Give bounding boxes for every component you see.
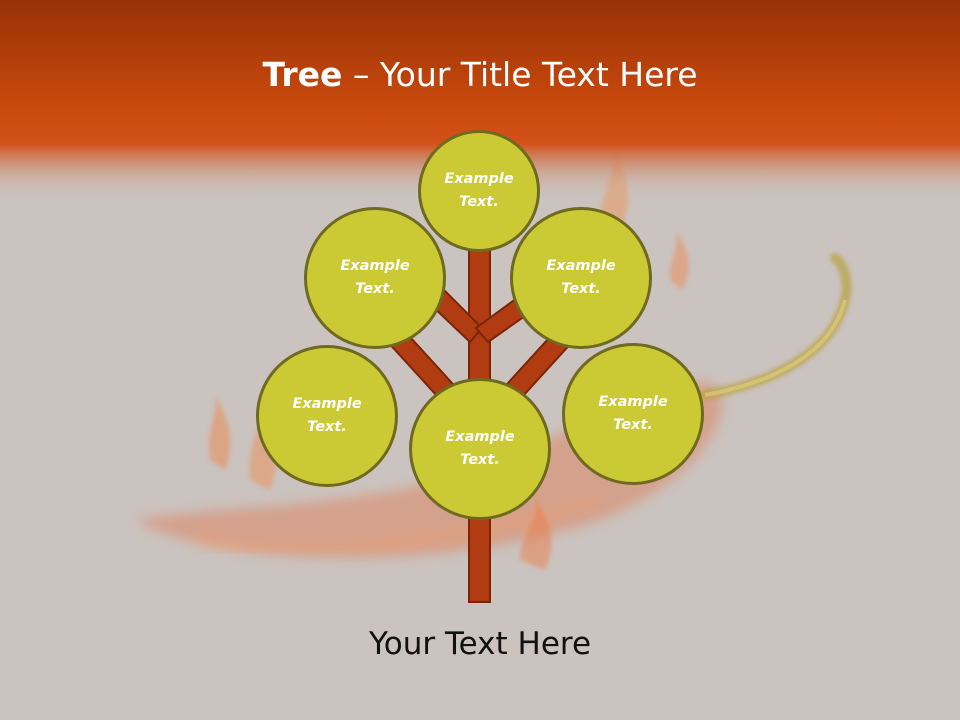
tree-node-label: Example Text. <box>292 396 362 435</box>
pepper-illustration <box>135 253 852 558</box>
title-rest: – Your Title Text Here <box>342 55 698 94</box>
tree-node-label: Example Text. <box>340 258 410 297</box>
tree-node-label: Example Text. <box>598 394 668 433</box>
tree-node-lower-right: Example Text. <box>562 343 704 485</box>
tree-node-lower-left: Example Text. <box>256 345 398 487</box>
tree-node-upper-left: Example Text. <box>304 207 446 349</box>
tree-node-upper-right: Example Text. <box>510 207 652 349</box>
tree-node-label: Example Text. <box>444 171 514 210</box>
slide-subtitle: Your Text Here <box>368 626 592 662</box>
title-bold: Tree <box>262 55 343 94</box>
tree-node-label: Example Text. <box>546 258 616 297</box>
slide-title: Tree – Your Title Text Here <box>0 52 960 98</box>
tree-node-top: Example Text. <box>418 130 540 252</box>
tree-node-center: Example Text. <box>409 378 551 520</box>
tree-node-label: Example Text. <box>445 429 515 468</box>
